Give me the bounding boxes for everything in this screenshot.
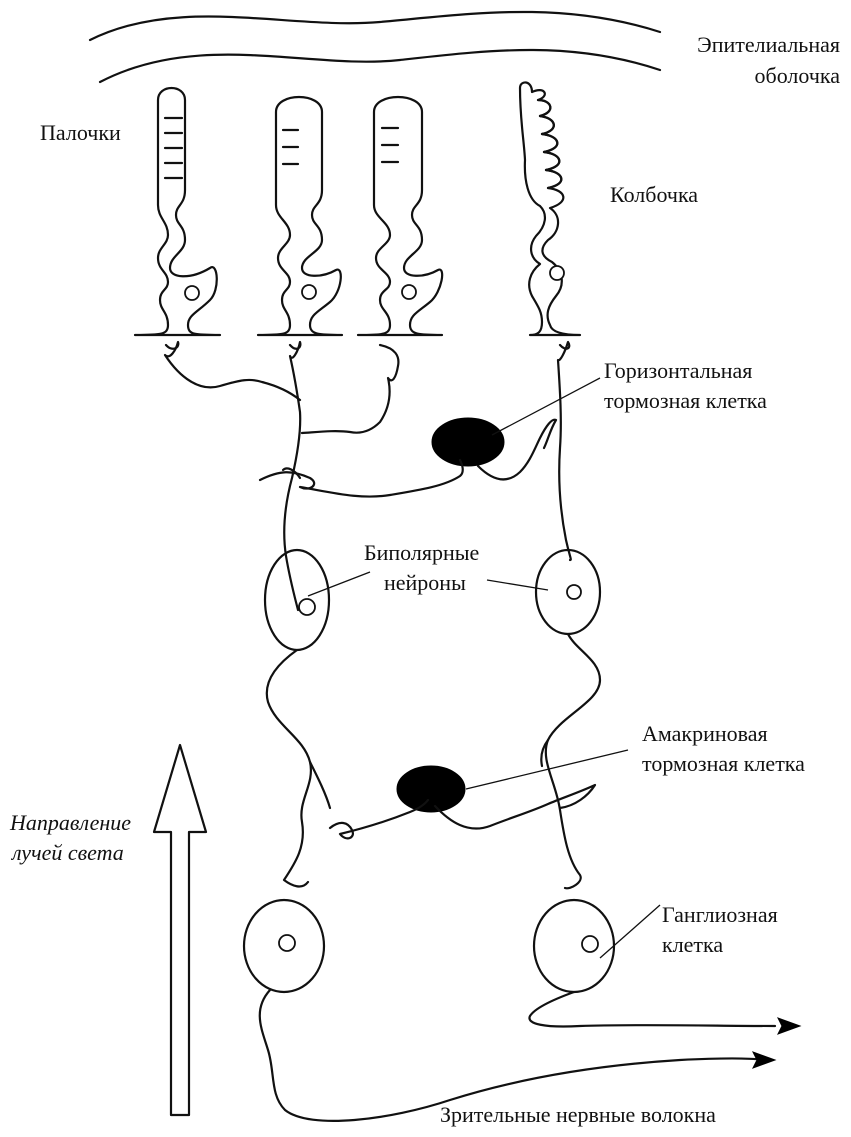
bipolar-neurons	[265, 550, 600, 650]
rod-cell-3	[358, 97, 442, 335]
amacrine-cell	[330, 766, 595, 838]
rod-cell-2	[258, 97, 342, 335]
horizontal-cell-label-line1: Горизонтальная	[604, 358, 752, 383]
outer-synaptic-layer	[165, 342, 571, 610]
horizontal-cell	[260, 418, 556, 497]
bipolar-label-line2: нейроны	[384, 570, 466, 595]
epithelium-label-line2: оболочка	[755, 63, 841, 88]
light-direction-label-line2: лучей света	[10, 840, 124, 865]
ganglion-label-line1: Ганглиозная	[662, 902, 778, 927]
cone-cell	[520, 82, 580, 335]
epithelial-membrane	[90, 12, 660, 82]
ganglion-label-line2: клетка	[662, 932, 723, 957]
amacrine-label-line2: тормозная клетка	[642, 751, 805, 776]
labels: Эпителиальная оболочка Палочки Колбочка …	[9, 32, 840, 1127]
epithelium-label-line1: Эпителиальная	[697, 32, 840, 57]
cone-label: Колбочка	[610, 182, 698, 207]
light-direction-arrow	[154, 745, 206, 1115]
light-direction-label-line1: Направление	[9, 810, 131, 835]
leader-lines	[308, 378, 660, 958]
inner-synaptic-layer	[267, 634, 600, 888]
amacrine-label-line1: Амакриновая	[642, 721, 768, 746]
rods-label: Палочки	[40, 120, 121, 145]
horizontal-cell-label-line2: тормозная клетка	[604, 388, 767, 413]
optic-fibers-label: Зрительные нервные волокна	[440, 1102, 716, 1127]
rod-cell-1	[135, 88, 220, 335]
bipolar-label-line1: Биполярные	[364, 540, 479, 565]
ganglion-cells	[244, 900, 614, 992]
